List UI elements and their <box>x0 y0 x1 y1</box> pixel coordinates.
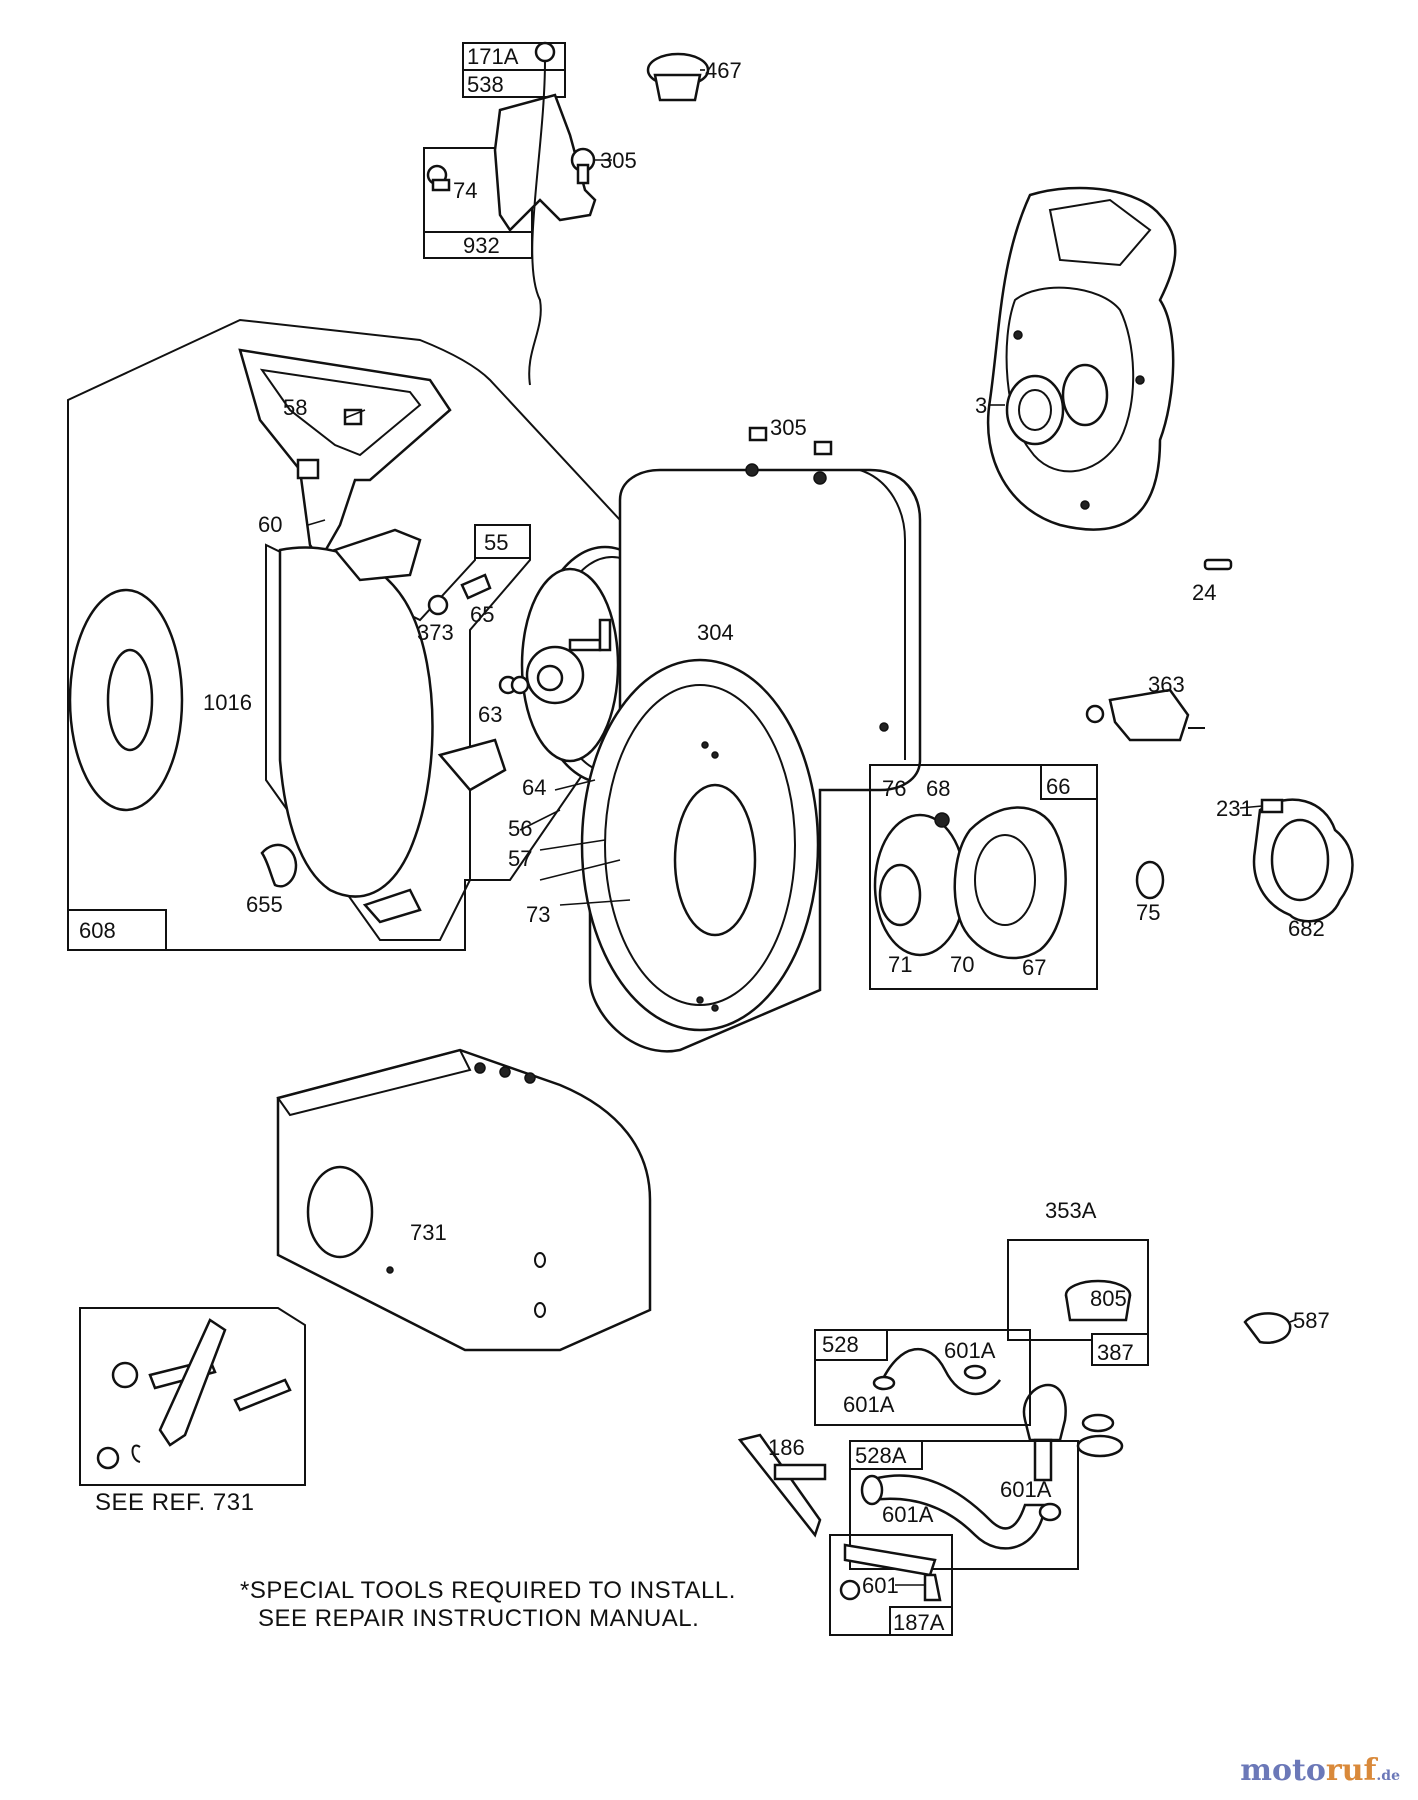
label-75: 75 <box>1136 900 1160 925</box>
label-304: 304 <box>697 620 734 645</box>
watermark-part2: ruf <box>1325 1753 1377 1788</box>
label-70: 70 <box>950 952 974 977</box>
label-56: 56 <box>508 816 532 841</box>
label-24: 24 <box>1192 580 1216 605</box>
label-655: 655 <box>246 892 283 917</box>
label-73: 73 <box>526 902 550 927</box>
leader-lines <box>307 69 1296 1586</box>
label-528: 528 <box>822 1332 859 1357</box>
watermark-part1: moto <box>1240 1753 1326 1788</box>
fuel-filter-group <box>1007 1239 1149 1482</box>
fuel-line-group-187a <box>829 1534 953 1636</box>
label-608: 608 <box>79 918 116 943</box>
label-538: 538 <box>467 72 504 97</box>
see-ref-box <box>79 1307 306 1486</box>
flywheel-shroud <box>580 426 922 1053</box>
label-3: 3 <box>975 393 987 418</box>
label-601a-left: 601A <box>882 1502 934 1527</box>
stop-switch <box>1085 688 1205 742</box>
pin-24 <box>1203 558 1233 571</box>
label-68: 68 <box>926 776 950 801</box>
label-box-55 <box>474 524 531 559</box>
label-601a-right: 601A <box>1000 1477 1052 1502</box>
label-387: 387 <box>1097 1340 1134 1365</box>
washer-75 <box>1135 860 1165 900</box>
label-186: 186 <box>768 1435 805 1460</box>
label-74: 74 <box>453 178 477 203</box>
label-363: 363 <box>1148 672 1185 697</box>
label-box-608 <box>67 909 167 951</box>
label-682: 682 <box>1288 916 1325 941</box>
see-ref-note: SEE REF. 731 <box>95 1489 254 1516</box>
label-305-mid: 305 <box>770 415 807 440</box>
label-76: 76 <box>882 776 906 801</box>
label-58: 58 <box>283 395 307 420</box>
label-1016: 1016 <box>203 690 252 715</box>
side-plate <box>1252 798 1354 923</box>
label-55: 55 <box>484 530 508 555</box>
label-467: 467 <box>705 58 742 83</box>
label-731: 731 <box>410 1220 447 1245</box>
label-63: 63 <box>478 702 502 727</box>
label-71: 71 <box>888 952 912 977</box>
fuel-cap <box>646 52 710 102</box>
label-373: 373 <box>417 620 454 645</box>
label-528a: 528A <box>855 1443 907 1468</box>
fuel-line-group-528a <box>849 1440 1079 1570</box>
label-932: 932 <box>463 233 500 258</box>
label-60: 60 <box>258 512 282 537</box>
repair-manual-note: SEE REPAIR INSTRUCTION MANUAL. <box>258 1605 699 1632</box>
label-231: 231 <box>1216 796 1253 821</box>
label-box-387 <box>1091 1333 1149 1366</box>
throttle-control-assembly <box>423 41 597 386</box>
label-587: 587 <box>1293 1308 1330 1333</box>
label-65: 65 <box>470 602 494 627</box>
label-805: 805 <box>1090 1286 1127 1311</box>
label-353a: 353A <box>1045 1198 1097 1223</box>
label-box-528a <box>849 1440 1079 1570</box>
label-66: 66 <box>1046 774 1070 799</box>
watermark-suffix: .de <box>1376 1768 1400 1784</box>
starter-clutch-group <box>869 764 1098 990</box>
fuel-valve-186 <box>737 1433 827 1538</box>
special-tools-note: *SPECIAL TOOLS REQUIRED TO INSTALL. <box>240 1577 736 1604</box>
fuel-line-group-528 <box>814 1329 1031 1426</box>
label-box-528 <box>814 1329 1031 1426</box>
label-305-top: 305 <box>600 148 637 173</box>
watermark-logo: motoruf.de <box>1240 1753 1400 1788</box>
crankcase-cover <box>986 186 1177 531</box>
label-57: 57 <box>508 846 532 871</box>
part-labels: 171A 538 467 305 74 932 3 58 60 305 55 6… <box>79 44 1330 1635</box>
label-601a-upper: 601A <box>944 1338 996 1363</box>
label-601: 601 <box>862 1573 899 1598</box>
label-box-66 <box>869 764 1098 990</box>
label-64: 64 <box>522 775 546 800</box>
label-67: 67 <box>1022 955 1046 980</box>
clip-587 <box>1243 1312 1292 1344</box>
lower-shroud <box>276 1048 652 1352</box>
label-187a: 187A <box>893 1610 945 1635</box>
label-171a: 171A <box>467 44 519 69</box>
label-601a-lower: 601A <box>843 1392 895 1417</box>
